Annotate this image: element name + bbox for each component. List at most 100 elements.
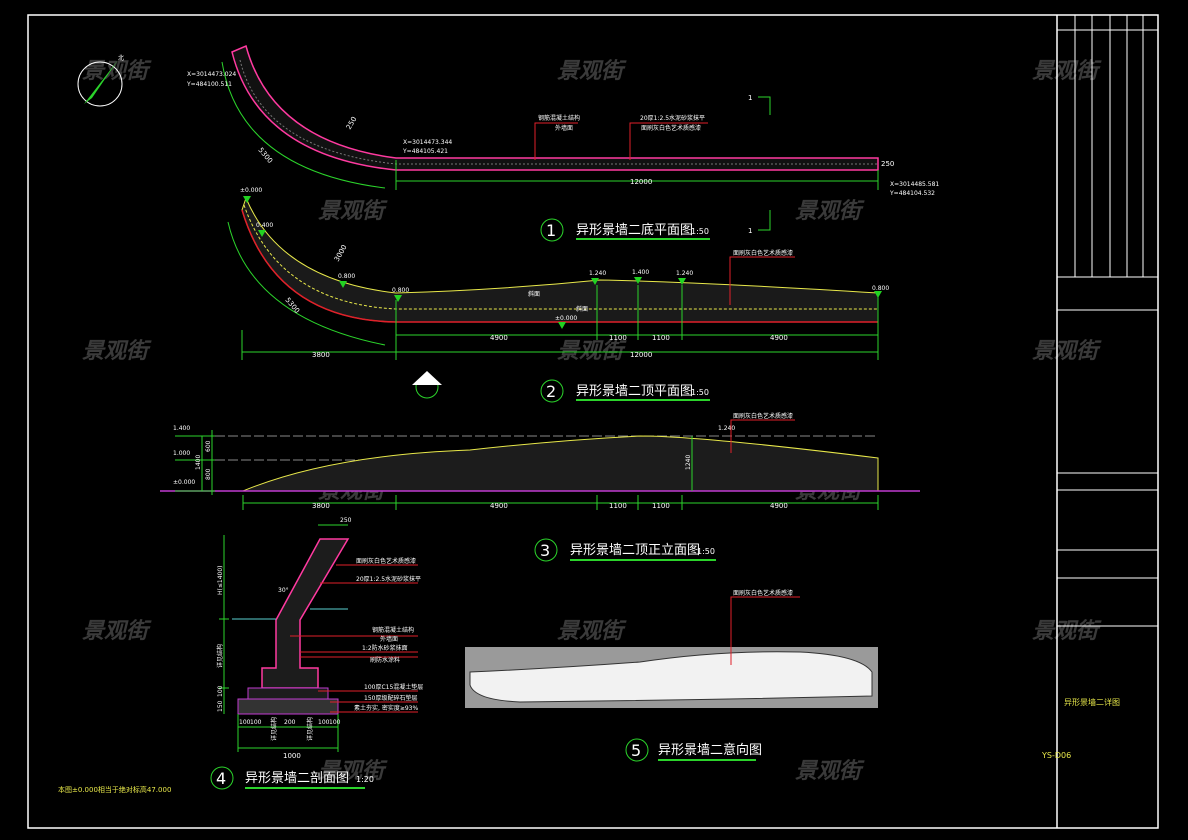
elevation: 0.400 <box>256 222 273 229</box>
sheet-frame <box>27 14 1159 829</box>
dim-total: 12000 <box>630 351 652 359</box>
note: 面刷灰白色艺术质感漆 <box>733 249 793 257</box>
watermark: 景观街 <box>1032 619 1102 644</box>
level: 1.000 <box>173 450 190 457</box>
dim: 600 <box>205 440 212 452</box>
note: 素土夯实, 密实度≥93% <box>354 704 418 712</box>
drawing-number: 1 <box>546 221 556 240</box>
dim: 250 <box>340 517 352 524</box>
elevation: 0.800 <box>872 285 889 292</box>
note: 1:2防水砂浆抹面 <box>362 644 408 652</box>
dim: 1100 <box>652 334 670 342</box>
drawing-number: 4 <box>216 769 226 788</box>
note: 面刷灰白色艺术质感漆 <box>733 412 793 420</box>
note: 外墙面 <box>380 635 398 643</box>
note: 150厚级配碎石垫层 <box>364 694 417 702</box>
section-symbol-icon <box>412 371 442 399</box>
drawing-scale: 1:50 <box>697 547 715 556</box>
drawing-3-front-elevation: 1.400 1.000 ±0.000 1.240 600 800 1400 12… <box>160 412 920 562</box>
dim-arc: 3000 <box>333 244 349 263</box>
coord: Y=484100.511 <box>186 81 232 88</box>
note: 面刷灰白色艺术质感漆 <box>356 557 416 565</box>
watermark: 景观街 <box>82 59 152 84</box>
dim: 详见结构 <box>306 717 314 741</box>
dim: 3800 <box>312 502 330 510</box>
drawing-title: 异形景墙二顶平面图 <box>576 384 693 399</box>
drawing-scale: 1:20 <box>356 775 374 784</box>
drawing-name: 异形景墙二详图 <box>1064 697 1120 707</box>
drawing-number: 2 <box>546 382 556 401</box>
dim: 100 <box>250 719 262 726</box>
coord: Y=484104.532 <box>889 190 935 197</box>
dim: 4900 <box>770 334 788 342</box>
elevation: 0.800 <box>392 287 409 294</box>
dim: 200 <box>284 719 296 726</box>
section-mark: 1 <box>748 227 752 235</box>
dim-thickness: 250 <box>881 160 894 168</box>
dim: 4900 <box>490 334 508 342</box>
elevation: 1.240 <box>589 270 606 277</box>
drawing-title: 异形景墙二剖面图 <box>245 771 349 786</box>
note: 20厚1:2.5水泥砂浆抹平 <box>356 575 421 583</box>
dim-arc: 5300 <box>283 296 301 315</box>
dim: 1240 <box>685 455 692 470</box>
elevation: 1.240 <box>676 270 693 277</box>
watermark: 景观街 <box>795 199 865 224</box>
watermark: 景观街 <box>82 339 152 364</box>
dim-total: 1000 <box>283 752 301 760</box>
note: 外墙面 <box>555 124 573 132</box>
elevation-markers <box>243 196 882 329</box>
label: 斜面 <box>528 290 540 298</box>
dim: 4900 <box>490 502 508 510</box>
dim: 100 <box>217 685 224 697</box>
note: 100厚C15混凝土垫层 <box>364 683 423 691</box>
watermark: 景观街 <box>318 199 388 224</box>
dim: 详见结构 <box>216 644 224 668</box>
dim: 1100 <box>652 502 670 510</box>
drawing-number: 3 <box>540 541 550 560</box>
dim: 100 <box>329 719 341 726</box>
dim: 100 <box>239 719 251 726</box>
drawing-scale: 1:50 <box>691 227 709 236</box>
note: 面刷灰白色艺术质感漆 <box>641 124 701 132</box>
dim: 1400 <box>195 455 202 470</box>
note: 刷防水涂料 <box>370 656 400 664</box>
dim-length: 12000 <box>630 178 652 186</box>
note: 面刷灰白色艺术质感漆 <box>733 589 793 597</box>
drawing-title: 异形景墙二顶正立面图 <box>570 543 700 558</box>
drawing-title: 异形景墙二意向图 <box>658 742 762 758</box>
dim: 1100 <box>609 502 627 510</box>
watermark: 景观街 <box>557 59 627 84</box>
dim: 100 <box>318 719 330 726</box>
drawing-number: YS-D06 <box>1041 751 1071 760</box>
footnote: 本图±0.000相当于绝对标高47.000 <box>58 785 171 794</box>
watermark: 景观街 <box>1032 339 1102 364</box>
dim: 3800 <box>312 351 330 359</box>
north-arrow-icon: 北 <box>77 54 124 107</box>
drawing-number: 5 <box>631 741 641 760</box>
watermark: 景观街 <box>318 759 388 784</box>
dim: 1100 <box>609 334 627 342</box>
watermark: 景观街 <box>795 759 865 784</box>
elevation: ±0.000 <box>555 315 577 322</box>
watermark: 景观街 <box>82 619 152 644</box>
note: 20厚1:2.5水泥砂浆抹平 <box>640 114 705 122</box>
angle: 30° <box>278 587 289 594</box>
dim: 4900 <box>770 502 788 510</box>
drawing-scale: 1:50 <box>691 388 709 397</box>
coord: X=3014473.344 <box>403 139 452 146</box>
watermark: 景观街 <box>557 619 627 644</box>
level: 1.400 <box>173 425 190 432</box>
dim: H(≤1400) <box>217 566 224 596</box>
coord: X=3014485.581 <box>890 181 939 188</box>
elevation: ±0.000 <box>240 187 262 194</box>
note: 钢筋混凝土结构 <box>372 626 414 634</box>
level: ±0.000 <box>173 479 195 486</box>
dim-arc: 5300 <box>256 146 274 165</box>
elevation: 1.400 <box>632 269 649 276</box>
note: 钢筋混凝土结构 <box>538 114 580 122</box>
drawing-5-reference-image: 面刷灰白色艺术质感漆 5 异形景墙二意向图 <box>465 589 878 762</box>
coord: Y=484105.421 <box>402 148 448 155</box>
drawing-4-section: 250 30° H(≤1400) 详见结构 150 100 面刷灰白色艺术质感漆… <box>210 517 423 790</box>
